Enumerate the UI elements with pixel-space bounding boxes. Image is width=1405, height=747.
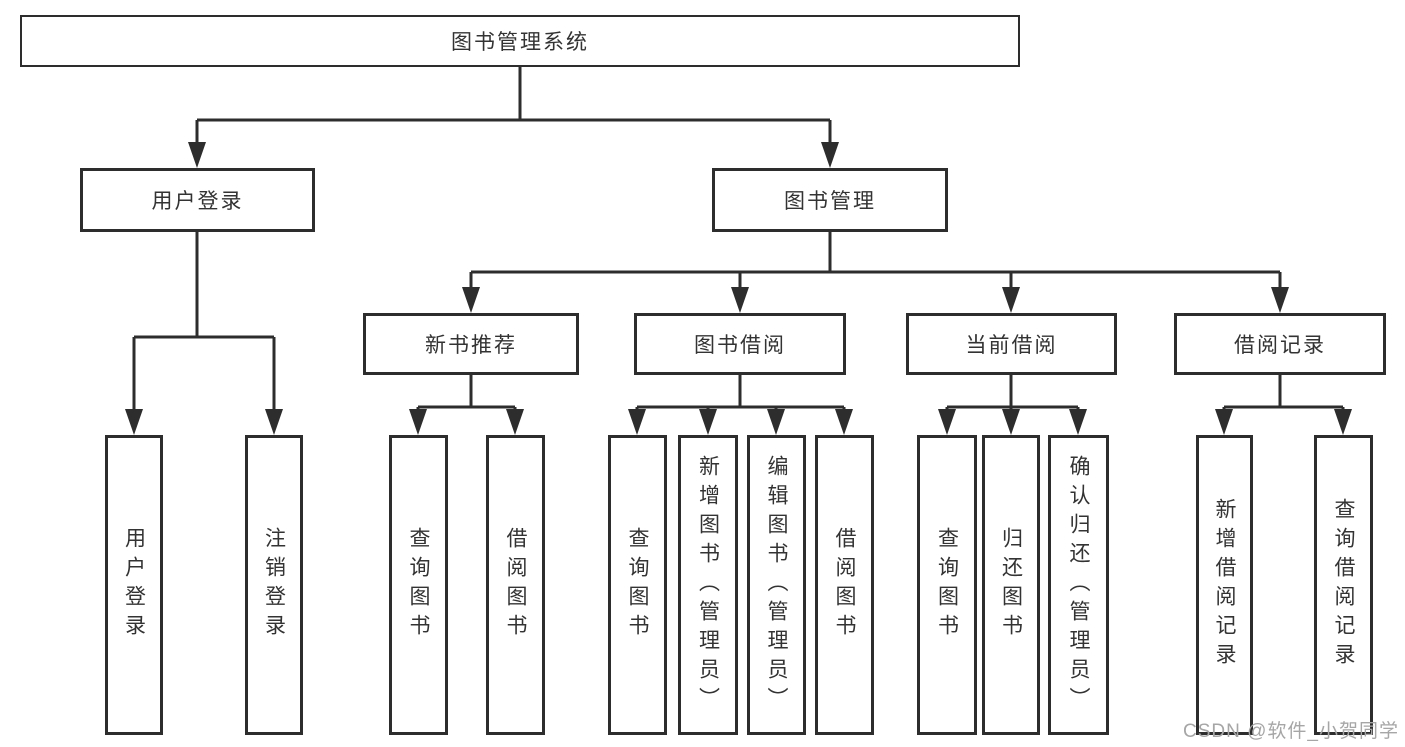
leaf-borrow-books-recommend: 借阅图书 [486,435,545,735]
arrowhead-icon [938,409,956,435]
arrowhead-icon [1069,409,1087,435]
node-new-book-recommend: 新书推荐 [363,313,579,375]
node-label: 新增图书（管理员） [696,454,720,716]
leaf-logout: 注销登录 [245,435,303,735]
arrowhead-icon [1271,287,1289,313]
leaf-query-books-recommend: 查询图书 [389,435,448,735]
node-label: 图书管理系统 [451,31,589,54]
node-label: 借阅图书 [833,527,856,643]
arrowheads [125,142,1352,435]
node-label: 查询图书 [935,527,959,643]
node-label: 查询图书 [626,527,649,643]
leaf-add-borrow-record: 新增借阅记录 [1196,435,1253,735]
node-label: 图书借阅 [694,334,786,357]
arrowhead-icon [1002,287,1020,313]
connector-bookborrow-to-leaves [635,375,846,412]
leaf-confirm-return-admin: 确认归还（管理员） [1048,435,1109,735]
arrowhead-icon [188,142,206,168]
node-label: 注销登录 [262,527,286,643]
node-book-management: 图书管理 [712,168,948,232]
node-label: 编辑图书（管理员） [765,454,788,716]
node-system-root: 图书管理系统 [20,15,1020,67]
arrowhead-icon [125,409,143,435]
leaf-query-books-borrow: 查询图书 [608,435,667,735]
node-label: 新增借阅记录 [1213,498,1236,672]
node-current-borrow: 当前借阅 [906,313,1117,375]
node-label: 查询借阅记录 [1332,498,1355,672]
arrowhead-icon [821,142,839,168]
arrowhead-icon [628,409,646,435]
arrowhead-icon [1002,409,1020,435]
node-label: 新书推荐 [425,334,517,357]
node-label: 归还图书 [999,527,1023,643]
arrowhead-icon [1215,409,1233,435]
leaf-query-borrow-record: 查询借阅记录 [1314,435,1373,735]
connector-newbooks-to-leaves [416,375,517,412]
node-label: 查询图书 [407,527,430,643]
arrowhead-icon [506,409,524,435]
arrowhead-icon [767,409,785,435]
leaf-edit-book-admin: 编辑图书（管理员） [747,435,806,735]
node-label: 确认归还（管理员） [1067,454,1090,716]
node-label: 用户登录 [151,190,244,213]
leaf-add-book-admin: 新增图书（管理员） [678,435,738,735]
arrowhead-icon [699,409,717,435]
arrowhead-icon [462,287,480,313]
arrowhead-icon [731,287,749,313]
arrowhead-icon [835,409,853,435]
node-label: 当前借阅 [965,334,1058,357]
connector-bookmgmt-to-level3 [469,232,1282,290]
leaf-borrow-books: 借阅图书 [815,435,874,735]
connector-currentborrow-to-leaves [945,375,1080,412]
leaf-query-books-current: 查询图书 [917,435,977,735]
connector-borrowrecords-to-leaves [1222,375,1345,412]
node-label: 借阅记录 [1234,334,1326,357]
leaf-return-books: 归还图书 [982,435,1040,735]
node-label: 图书管理 [784,190,876,213]
arrowhead-icon [1334,409,1352,435]
watermark: CSDN @软件_小贺同学 [1183,721,1399,742]
node-label: 用户登录 [122,527,146,643]
connector-root-to-level2 [195,67,832,150]
node-book-borrow: 图书借阅 [634,313,846,375]
arrowhead-icon [409,409,427,435]
node-borrow-records: 借阅记录 [1174,313,1386,375]
connector-userlogin-to-leaves [132,232,276,412]
arrowhead-icon [265,409,283,435]
node-label: 借阅图书 [504,527,527,643]
leaf-user-login: 用户登录 [105,435,163,735]
node-user-login: 用户登录 [80,168,315,232]
